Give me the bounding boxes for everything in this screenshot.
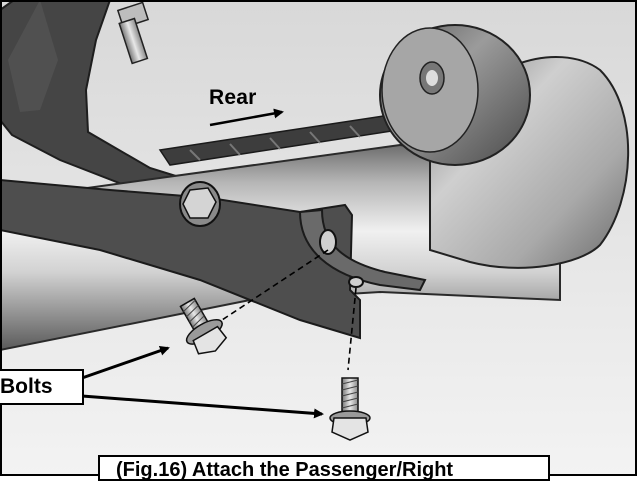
arrow-icon [81,394,324,419]
arrow-icon [81,345,170,380]
figure-caption: (Fig.16) Attach the Passenger/Right [98,455,550,481]
bolts-callout: Bolts [0,369,84,405]
rubber-pad [379,24,531,166]
alignment-line [347,287,357,371]
mounting-bracket [0,178,361,340]
rear-label: Rear [209,86,257,109]
alignment-line [221,249,329,321]
bolt-hole [348,276,364,288]
hex-bolt-icon [179,181,221,227]
bolt-hole [319,229,337,255]
hex-bolt-icon [179,297,228,355]
hex-bolt-icon [329,377,371,441]
arrow-icon [209,108,284,127]
hex-bolt-icon [116,1,150,65]
